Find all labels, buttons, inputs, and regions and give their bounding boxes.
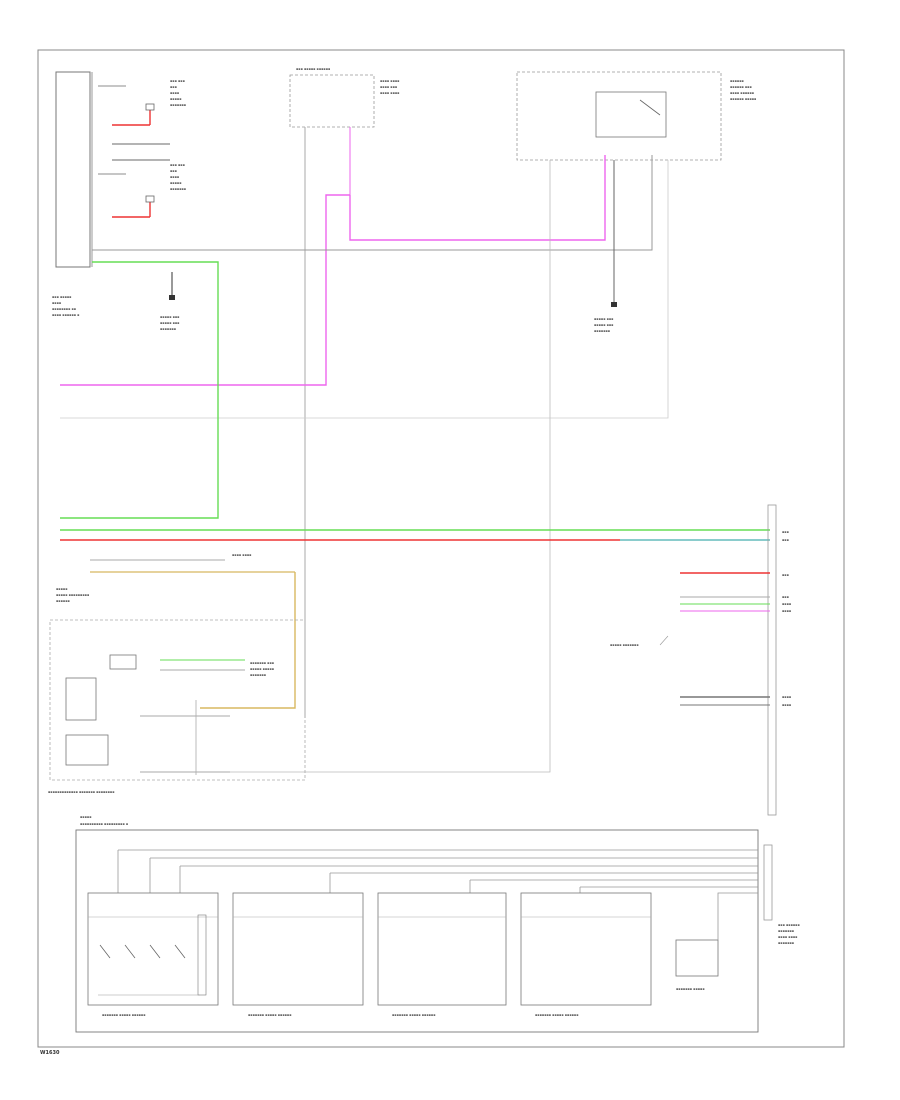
top-left-switch-module: ▪▪▪ ▪▪▪ ▪▪▪ ▪▪▪▪ ▪▪▪▪▪ ▪▪▪▪▪▪▪ ▪▪▪ ▪▪▪ ▪… bbox=[52, 71, 186, 317]
svg-text:▪▪▪▪▪ ▪▪▪▪▪: ▪▪▪▪▪ ▪▪▪▪▪ bbox=[250, 667, 274, 671]
gray-wire-thin bbox=[200, 160, 551, 773]
svg-text:▪▪▪▪▪ ▪▪▪▪▪▪▪▪▪: ▪▪▪▪▪ ▪▪▪▪▪▪▪▪▪ bbox=[56, 593, 89, 597]
svg-text:▪▪▪▪: ▪▪▪▪ bbox=[170, 175, 179, 179]
svg-text:▪▪▪▪▪▪▪ ▪▪▪▪▪ ▪▪▪▪▪▪: ▪▪▪▪▪▪▪ ▪▪▪▪▪ ▪▪▪▪▪▪ bbox=[535, 1013, 579, 1017]
svg-text:▪▪▪▪: ▪▪▪▪ bbox=[52, 301, 61, 305]
svg-text:▪▪▪▪: ▪▪▪▪ bbox=[170, 91, 179, 95]
svg-text:▪▪▪: ▪▪▪ bbox=[782, 538, 789, 542]
svg-text:▪▪▪ ▪▪▪: ▪▪▪ ▪▪▪ bbox=[170, 163, 185, 167]
bottom-module: ▪▪▪▪▪ ▪▪▪▪▪▪▪▪▪▪ ▪▪▪▪▪▪▪▪▪ ▪ ▪▪▪▪▪▪▪ ▪▪▪… bbox=[75, 815, 759, 1033]
gray-wire-thin-2 bbox=[60, 160, 669, 419]
svg-text:▪▪▪▪▪: ▪▪▪▪▪ bbox=[80, 815, 92, 819]
svg-text:▪▪▪▪: ▪▪▪▪ bbox=[782, 703, 791, 707]
svg-text:▪▪▪: ▪▪▪ bbox=[170, 85, 177, 89]
svg-text:▪▪▪▪▪ ▪▪▪: ▪▪▪▪▪ ▪▪▪ bbox=[594, 323, 613, 327]
svg-text:▪▪▪▪▪▪▪: ▪▪▪▪▪▪▪ bbox=[170, 103, 186, 107]
svg-text:▪▪▪▪▪ ▪▪▪▪▪▪▪: ▪▪▪▪▪ ▪▪▪▪▪▪▪ bbox=[610, 643, 639, 647]
middle-left-component: ▪▪▪▪▪ ▪▪▪▪▪ ▪▪▪▪▪▪▪▪▪ ▪▪▪▪▪▪ ▪▪▪▪ ▪▪▪▪ bbox=[56, 553, 296, 709]
svg-text:▪▪▪▪▪: ▪▪▪▪▪ bbox=[170, 97, 182, 101]
svg-text:▪▪▪▪: ▪▪▪▪ bbox=[782, 602, 791, 606]
svg-text:▪▪▪▪▪▪: ▪▪▪▪▪▪ bbox=[730, 79, 744, 83]
svg-text:▪▪▪▪ ▪▪▪▪▪▪: ▪▪▪▪ ▪▪▪▪▪▪ bbox=[730, 91, 754, 95]
magenta-wire-b bbox=[60, 194, 350, 386]
svg-text:▪▪▪: ▪▪▪ bbox=[782, 595, 789, 599]
svg-text:▪▪▪▪▪▪▪: ▪▪▪▪▪▪▪ bbox=[594, 329, 610, 333]
svg-text:▪▪▪▪▪▪▪ ▪▪▪▪▪: ▪▪▪▪▪▪▪ ▪▪▪▪▪ bbox=[676, 987, 705, 991]
svg-text:▪▪▪▪ ▪▪▪▪: ▪▪▪▪ ▪▪▪▪ bbox=[380, 91, 399, 95]
svg-text:▪▪▪▪▪ ▪▪▪: ▪▪▪▪▪ ▪▪▪ bbox=[160, 321, 179, 325]
ground-symbol-left: ▪▪▪▪▪ ▪▪▪ ▪▪▪▪▪ ▪▪▪ ▪▪▪▪▪▪▪ bbox=[160, 272, 179, 331]
svg-text:▪▪▪▪ ▪▪▪▪: ▪▪▪▪ ▪▪▪▪ bbox=[232, 553, 251, 557]
svg-text:▪▪▪▪▪▪▪ ▪▪▪▪▪ ▪▪▪▪▪▪: ▪▪▪▪▪▪▪ ▪▪▪▪▪ ▪▪▪▪▪▪ bbox=[102, 1013, 146, 1017]
magenta-wire-a bbox=[349, 155, 606, 241]
svg-text:▪▪▪▪▪▪▪ ▪▪▪▪▪ ▪▪▪▪▪▪: ▪▪▪▪▪▪▪ ▪▪▪▪▪ ▪▪▪▪▪▪ bbox=[392, 1013, 436, 1017]
svg-text:▪▪▪▪▪▪▪: ▪▪▪▪▪▪▪ bbox=[778, 929, 794, 933]
svg-text:▪▪▪▪▪: ▪▪▪▪▪ bbox=[170, 181, 182, 185]
svg-text:▪▪▪ ▪▪▪: ▪▪▪ ▪▪▪ bbox=[170, 79, 185, 83]
lower-left-component: ▪▪▪▪▪▪▪ ▪▪▪ ▪▪▪▪▪ ▪▪▪▪▪ ▪▪▪▪▪▪▪ ▪▪▪▪▪▪▪▪… bbox=[48, 619, 306, 794]
svg-text:▪▪▪▪: ▪▪▪▪ bbox=[782, 609, 791, 613]
diagram-frame bbox=[37, 49, 845, 1048]
svg-text:▪▪▪▪▪ ▪▪▪: ▪▪▪▪▪ ▪▪▪ bbox=[594, 317, 613, 321]
svg-text:▪▪▪▪▪▪▪▪ ▪▪: ▪▪▪▪▪▪▪▪ ▪▪ bbox=[52, 307, 76, 311]
svg-text:▪▪▪ ▪▪▪▪▪: ▪▪▪ ▪▪▪▪▪ bbox=[52, 295, 71, 299]
svg-text:▪▪▪ ▪▪▪▪▪▪: ▪▪▪ ▪▪▪▪▪▪ bbox=[778, 923, 800, 927]
svg-text:▪▪▪▪▪▪ ▪▪▪▪▪: ▪▪▪▪▪▪ ▪▪▪▪▪ bbox=[730, 97, 756, 101]
footer-code: W1630 bbox=[40, 1050, 60, 1056]
svg-text:▪▪▪▪▪▪▪ ▪▪▪▪▪ ▪▪▪▪▪▪: ▪▪▪▪▪▪▪ ▪▪▪▪▪ ▪▪▪▪▪▪ bbox=[248, 1013, 292, 1017]
svg-text:▪▪▪▪▪▪▪▪▪▪ ▪▪▪▪▪▪▪▪▪ ▪: ▪▪▪▪▪▪▪▪▪▪ ▪▪▪▪▪▪▪▪▪ ▪ bbox=[80, 822, 128, 826]
svg-text:▪▪▪▪▪: ▪▪▪▪▪ bbox=[56, 587, 68, 591]
svg-text:▪▪▪▪▪▪▪▪▪▪▪▪▪ ▪▪▪▪▪▪▪ ▪▪▪▪▪▪▪▪: ▪▪▪▪▪▪▪▪▪▪▪▪▪ ▪▪▪▪▪▪▪ ▪▪▪▪▪▪▪▪ bbox=[48, 790, 115, 794]
right-connector-column: ▪▪▪ ▪▪▪ ▪▪▪ ▪▪▪ ▪▪▪▪ ▪▪▪▪ ▪▪▪▪ ▪▪▪▪ ▪▪▪▪… bbox=[610, 504, 791, 816]
svg-text:▪▪▪▪ ▪▪▪: ▪▪▪▪ ▪▪▪ bbox=[380, 85, 397, 89]
svg-text:▪▪▪: ▪▪▪ bbox=[782, 573, 789, 577]
svg-text:▪▪▪▪ ▪▪▪▪: ▪▪▪▪ ▪▪▪▪ bbox=[778, 935, 797, 939]
svg-text:▪▪▪▪▪▪▪: ▪▪▪▪▪▪▪ bbox=[170, 187, 186, 191]
svg-text:▪▪▪ ▪▪▪▪▪ ▪▪▪▪▪▪: ▪▪▪ ▪▪▪▪▪ ▪▪▪▪▪▪ bbox=[296, 67, 330, 71]
svg-text:▪▪▪▪ ▪▪▪▪▪▪ ▪: ▪▪▪▪ ▪▪▪▪▪▪ ▪ bbox=[52, 313, 79, 317]
svg-text:▪▪▪▪▪▪▪: ▪▪▪▪▪▪▪ bbox=[778, 941, 794, 945]
gray-wire-top bbox=[92, 155, 653, 251]
svg-text:▪▪▪: ▪▪▪ bbox=[170, 169, 177, 173]
bottom-right-connector: ▪▪▪ ▪▪▪▪▪▪ ▪▪▪▪▪▪▪ ▪▪▪▪ ▪▪▪▪ ▪▪▪▪▪▪▪ bbox=[763, 844, 800, 945]
svg-text:▪▪▪▪▪▪▪: ▪▪▪▪▪▪▪ bbox=[250, 673, 266, 677]
svg-text:▪▪▪▪▪ ▪▪▪: ▪▪▪▪▪ ▪▪▪ bbox=[160, 315, 179, 319]
top-right-module: ▪▪▪▪▪▪ ▪▪▪▪▪▪ ▪▪▪ ▪▪▪▪ ▪▪▪▪▪▪ ▪▪▪▪▪▪ ▪▪▪… bbox=[516, 71, 756, 161]
svg-text:▪▪▪▪▪▪: ▪▪▪▪▪▪ bbox=[56, 599, 70, 603]
green-wire-left bbox=[60, 261, 219, 519]
svg-text:▪▪▪▪: ▪▪▪▪ bbox=[782, 695, 791, 699]
svg-text:▪▪▪▪▪▪ ▪▪▪: ▪▪▪▪▪▪ ▪▪▪ bbox=[730, 85, 752, 89]
svg-text:▪▪▪: ▪▪▪ bbox=[782, 530, 789, 534]
svg-text:▪▪▪▪▪▪▪: ▪▪▪▪▪▪▪ bbox=[160, 327, 176, 331]
svg-text:▪▪▪▪ ▪▪▪▪: ▪▪▪▪ ▪▪▪▪ bbox=[380, 79, 399, 83]
top-center-connector: ▪▪▪ ▪▪▪▪▪ ▪▪▪▪▪▪ ▪▪▪▪ ▪▪▪▪ ▪▪▪▪ ▪▪▪ ▪▪▪▪… bbox=[289, 67, 399, 718]
ground-symbol-right: ▪▪▪▪▪ ▪▪▪ ▪▪▪▪▪ ▪▪▪ ▪▪▪▪▪▪▪ bbox=[594, 160, 617, 333]
svg-text:▪▪▪▪▪▪▪ ▪▪▪: ▪▪▪▪▪▪▪ ▪▪▪ bbox=[250, 661, 274, 665]
